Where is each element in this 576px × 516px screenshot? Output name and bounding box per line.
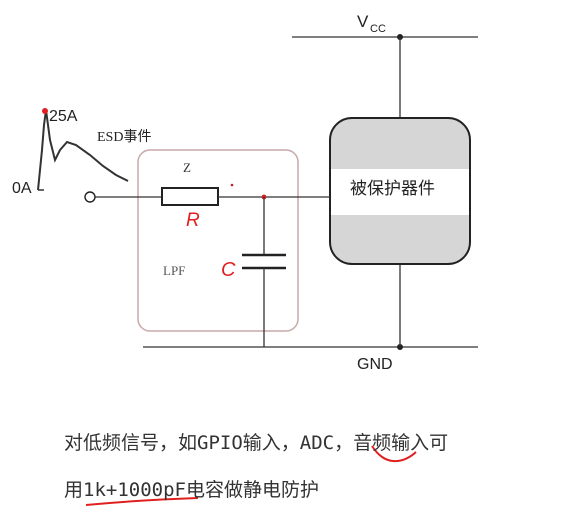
- input-terminal: [84, 191, 96, 203]
- vcc-subscript: CC: [370, 23, 386, 35]
- peak-marker: [42, 108, 48, 114]
- protected-device-label-band: [330, 169, 470, 215]
- lpf-box: [137, 149, 299, 332]
- caption-line-1: 对低频信号，如GPIO输入，ADC，音频输入可: [64, 432, 449, 454]
- gnd-label: GND: [357, 356, 393, 373]
- vcc-label: V: [357, 12, 369, 31]
- handwritten-r: R: [186, 210, 200, 231]
- value-underline: [85, 497, 199, 506]
- annotation-dot: [230, 183, 234, 187]
- adc-underline: [371, 445, 417, 463]
- lpf-label: LPF: [163, 263, 185, 278]
- esd-waveform: [37, 109, 129, 191]
- caption-line-2: 用1k+1000pF电容做静电防护: [64, 479, 319, 501]
- handwritten-c: C: [221, 259, 236, 281]
- protected-device-label: 被保护器件: [350, 179, 435, 198]
- esd-event-label: ESD事件: [97, 129, 151, 145]
- resistor: [161, 187, 219, 206]
- resistor-label: Z: [183, 160, 191, 175]
- peak-current-label: 25A: [49, 108, 78, 125]
- zero-current-label: 0A: [12, 180, 32, 197]
